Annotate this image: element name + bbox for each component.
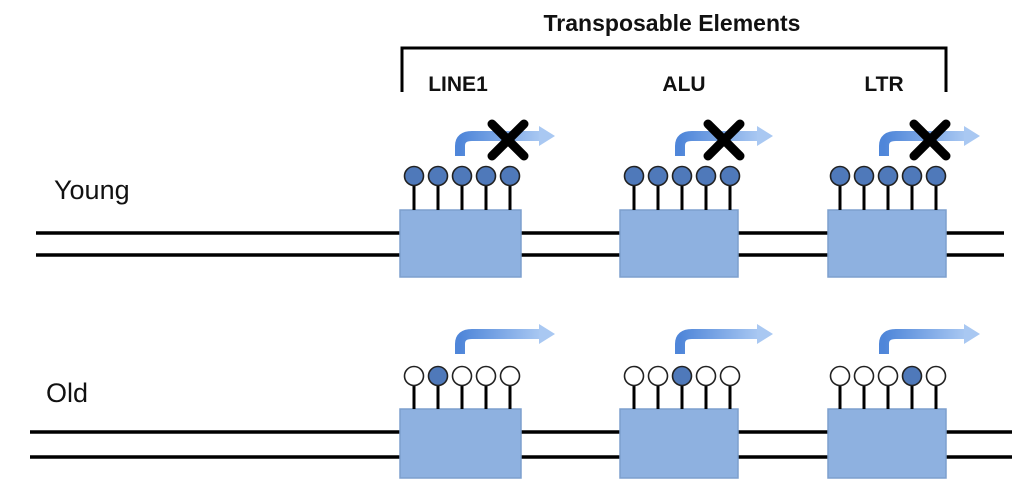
element-label-ltr: LTR — [864, 73, 903, 96]
methylated-cpg — [475, 165, 497, 187]
element-label-alu: ALU — [662, 73, 705, 96]
methylated-cpg — [853, 165, 875, 187]
transcription-arrow — [879, 131, 966, 156]
title-bracket — [400, 46, 948, 92]
methylated-cpg — [719, 165, 741, 187]
element-box — [827, 209, 947, 278]
transcription-arrow-head — [757, 324, 773, 344]
rows-layer — [30, 119, 1012, 479]
element-alu-young — [619, 119, 773, 278]
unmethylated-cpg — [719, 365, 741, 387]
element-box — [827, 408, 947, 479]
methylated-cpg — [451, 165, 473, 187]
unmethylated-cpg — [925, 365, 947, 387]
unmethylated-cpg — [623, 365, 645, 387]
element-ltr-old — [827, 324, 980, 479]
transcription-arrow-head — [757, 126, 773, 146]
transcription-arrow — [455, 131, 541, 156]
transcription-arrow — [675, 131, 759, 156]
unmethylated-cpg — [451, 365, 473, 387]
row-young — [36, 119, 1004, 278]
methylated-cpg — [671, 365, 693, 387]
methylated-cpg — [925, 165, 947, 187]
methylated-cpg — [427, 165, 449, 187]
unmethylated-cpg — [877, 365, 899, 387]
methylated-cpg — [647, 165, 669, 187]
transcription-arrow-head — [964, 324, 980, 344]
methylated-cpg — [901, 165, 923, 187]
transcription-arrow — [455, 329, 541, 354]
element-box — [399, 408, 522, 479]
methylated-cpg — [901, 365, 923, 387]
methylated-cpg — [671, 165, 693, 187]
methylated-cpg — [499, 165, 521, 187]
block-mark-stroke-2 — [909, 119, 951, 161]
methylated-cpg — [877, 165, 899, 187]
row-label-young: Young — [54, 175, 130, 205]
element-ltr-young — [827, 119, 980, 278]
methylated-cpg — [403, 165, 425, 187]
unmethylated-cpg — [695, 365, 717, 387]
unmethylated-cpg — [499, 365, 521, 387]
unmethylated-cpg — [853, 365, 875, 387]
element-line1-old — [399, 324, 555, 479]
row-old — [30, 324, 1012, 479]
methylated-cpg — [829, 165, 851, 187]
transcription-arrow — [879, 329, 966, 354]
unmethylated-cpg — [475, 365, 497, 387]
methylated-cpg — [623, 165, 645, 187]
unmethylated-cpg — [647, 365, 669, 387]
transcription-arrow — [675, 329, 759, 354]
element-line1-young — [399, 119, 555, 278]
methylated-cpg — [427, 365, 449, 387]
element-box — [399, 209, 522, 278]
element-label-line1: LINE1 — [428, 73, 488, 96]
diagram-title: Transposable Elements — [544, 10, 801, 36]
row-label-old: Old — [46, 378, 88, 408]
transcription-arrow-head — [539, 324, 555, 344]
transcription-arrow-head — [964, 126, 980, 146]
element-box — [619, 209, 739, 278]
block-mark-stroke-2 — [487, 119, 529, 161]
methylated-cpg — [695, 165, 717, 187]
element-box — [619, 408, 739, 479]
transcription-arrow-head — [539, 126, 555, 146]
element-alu-old — [619, 324, 773, 479]
unmethylated-cpg — [829, 365, 851, 387]
block-mark-stroke-2 — [703, 119, 745, 161]
unmethylated-cpg — [403, 365, 425, 387]
